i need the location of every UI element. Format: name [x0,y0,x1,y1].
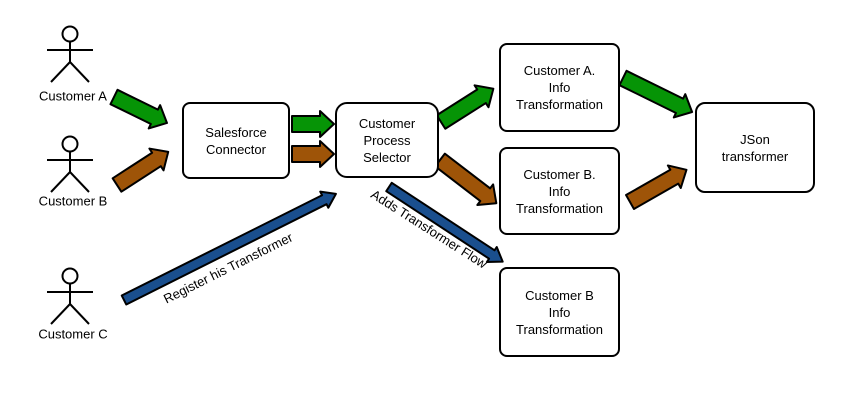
arrow-selector-to-customer-b-info [434,152,498,207]
node-customer-a-info-transformation: Customer A. Info Transformation [499,43,620,132]
node-customer-b-info-transformation: Customer B. Info Transformation [499,147,620,235]
actor-label-customer-a: Customer A [39,88,107,104]
arrow-customer-b-to-salesforce [111,147,170,193]
node-customer-b2-info-transformation: Customer B Info Transformation [499,267,620,357]
arrow-salesforce-to-selector-brown [291,140,335,168]
actor-icon-customer-a [47,25,93,83]
actor-icon-customer-b [47,135,93,193]
arrow-selector-to-customer-a-info [435,84,495,130]
node-json-transformer: JSon transformer [695,102,815,193]
arrow-salesforce-to-selector-green [291,110,335,138]
arrow-customer-b-info-to-json [625,164,688,210]
node-salesforce-connector: Salesforce Connector [182,102,290,179]
arrow-customer-a-info-to-json [618,69,694,119]
actor-label-customer-b: Customer B [38,193,108,209]
actor-label-customer-c: Customer C [38,326,108,342]
arrow-adds-transformer-flow [385,181,504,264]
arrow-customer-a-to-salesforce [109,88,168,130]
arrow-register-transformer [120,190,337,306]
actor-icon-customer-c [47,267,93,325]
node-customer-process-selector: Customer Process Selector [335,102,439,178]
